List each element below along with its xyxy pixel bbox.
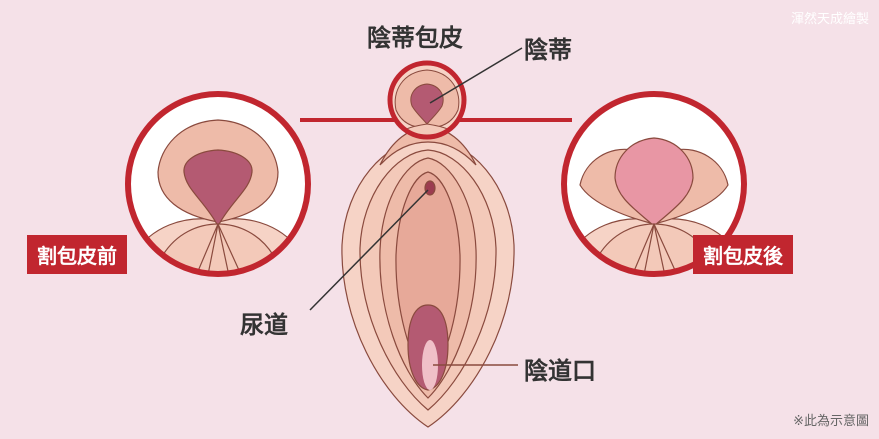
before-badge: 割包皮前 [27, 235, 127, 274]
credit-text: 渾然天成繪製 [790, 12, 869, 27]
urethra-leader-line [309, 189, 429, 311]
before-circle [125, 91, 311, 277]
hood-detail-circle [387, 60, 467, 140]
vulva-illustration [341, 125, 515, 428]
vaginal-opening-label: 陰道口 [524, 357, 596, 385]
after-badge: 割包皮後 [693, 235, 793, 274]
clitoral-hood-label: 陰蒂包皮 [367, 24, 463, 52]
urethra-label: 尿道 [240, 311, 288, 339]
clitoris-label: 陰蒂 [524, 36, 572, 64]
clitoris-leader-line [429, 47, 523, 104]
disclaimer-note: ※此為示意圖 [793, 414, 869, 429]
